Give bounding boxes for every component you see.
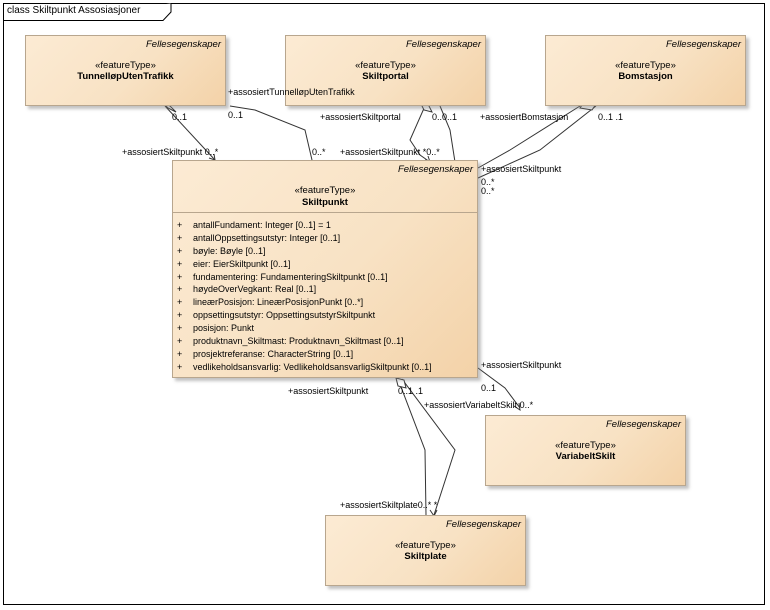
assoc-bom-line-2 [477,105,597,179]
aggregation-diamond-skiltpunkt [395,377,407,389]
attribute-text: antallFundament: Integer [0..1] = 1 [193,220,331,230]
mult-label-bom-skiltpunkt-2: 0..* [481,186,495,196]
attribute-row: + bøyle: Bøyle [0..1] [177,245,432,258]
class-tunnellop-uten-trafikk[interactable]: Fellesegenskaper «featureType» Tunnelløp… [25,35,226,106]
attribute-visibility: + [177,297,183,308]
role-label-portal-skiltpunkt: +assosiertSkiltpunkt *0..* [340,147,440,157]
attribute-text: eier: EierSkiltpunkt [0..1] [193,258,291,269]
attribute-visibility: + [177,323,183,334]
mult-label-bom-skiltpunkt: 0..* [481,177,495,187]
arrowhead-variabelt [513,402,521,412]
mult-label-tunnel-skiltpunkt: 0..* [312,147,326,157]
attribute-visibility: + [177,310,183,321]
role-label-variabelt: +assosiertVariabeltSkilt 0..* [424,400,534,410]
class-stereotype: «featureType» [355,60,416,71]
mult-label-tunnel-1: 0..1 [172,112,188,122]
attribute-visibility: + [177,258,183,269]
attribute-row: + oppsettingsutstyr: OppsettingsutstyrSki… [177,309,432,322]
mult-label-tunnel-2: 0..1 [228,110,244,120]
attribute-row: + prosjektreferanse: CharacterString [0..… [177,348,432,361]
attribute-text: lineærPosisjon: LineærPosisjonPunkt [0..… [193,297,364,308]
role-label-tunnel: +assosiertTunnelløpUtenTrafikk [228,87,355,97]
attribute-row: + fundamentering: FundamenteringSkiltpunk… [177,271,432,284]
attribute-visibility: + [177,348,183,359]
attribute-text: posisjon: Punkt [193,323,255,334]
attribute-text: fundamentering: FundamenteringSkiltpunkt… [193,271,388,282]
class-stereotype: «featureType» [95,60,156,71]
class-name: Skiltpunkt [302,197,348,208]
class-package: Fellesegenskaper [606,419,681,430]
class-variabelt-skilt[interactable]: Fellesegenskaper «featureType» Variabelt… [485,415,686,486]
class-package: Fellesegenskaper [446,519,521,530]
class-package: Fellesegenskaper [666,39,741,50]
attribute-text: antallOppsettingsutstyr: Integer [0..1] [193,232,341,243]
attribute-visibility: + [177,361,183,372]
class-skiltplate[interactable]: Fellesegenskaper «featureType» Skiltplat… [325,515,526,586]
attribute-list: + antallFundament: Integer [0..1] = 1 + ant… [177,219,432,374]
attribute-text: oppsettingsutstyr: OppsettingsutstyrSkil… [193,310,376,321]
mult-label-plate-skiltpunkt: 0..1 .1 [398,386,424,396]
attribute-text: bøyle: Bøyle [0..1] [193,245,266,256]
frame-tab-shape [3,3,172,21]
attribute-row: + posisjon: Punkt [177,322,432,335]
role-label-portal: +assosiertSkiltportal [320,112,401,122]
class-package: Fellesegenskaper [406,39,481,50]
class-name: TunnelløpUtenTrafikk [77,71,174,82]
role-label-plate-skiltpunkt: +assosiertSkiltpunkt [288,386,369,396]
role-label-plate: +assosiertSkiltplate0..* * [340,500,438,510]
attribute-text: vedlikeholdsansvarlig: Vedlikeholdsansva… [193,361,432,372]
attribute-visibility: + [177,220,183,230]
class-divider [173,212,477,213]
assoc-portal-line-1 [409,105,431,163]
class-name: Skiltplate [404,551,447,562]
class-name: Bomstasjon [618,71,673,82]
attribute-text: prosjektreferanse: CharacterString [0..1… [193,348,354,359]
class-bomstasjon[interactable]: Fellesegenskaper «featureType» Bomstasjo… [545,35,746,106]
role-label-bom: +assosiertBomstasjon [480,112,569,122]
attribute-visibility: + [177,271,183,282]
attribute-row: + eier: EierSkiltpunkt [0..1] [177,258,432,271]
role-label-tunnel-skiltpunkt: +assosiertSkiltpunkt 0..* [122,147,219,157]
mult-label-variabelt-skiltpunkt: 0..1 [481,383,497,393]
attribute-row: + vedlikeholdsansvarlig: Vedlikeholdsansv… [177,361,432,374]
class-skiltportal[interactable]: Fellesegenskaper «featureType» Skiltport… [285,35,486,106]
attribute-text: produktnavn_Skiltmast: Produktnavn_Skilt… [193,336,404,347]
attribute-row: + antallFundament: Integer [0..1] = 1 [177,219,432,232]
attribute-visibility: + [177,336,183,347]
attribute-visibility: + [177,245,183,256]
role-label-variabelt-skiltpunkt: +assosiertSkiltpunkt [481,360,562,370]
class-package: Fellesegenskaper [398,164,473,175]
mult-label-portal: 0..0..1 [432,112,458,122]
assoc-variabelt-line [477,367,521,409]
class-package: Fellesegenskaper [146,39,221,50]
attribute-text: høydeOverVegkant: Real [0..1] [193,284,317,295]
class-stereotype: «featureType» [615,60,676,71]
assoc-portal-line-2 [439,105,456,163]
attribute-row: + produktnavn_Skiltmast: Produktnavn_Skil… [177,335,432,348]
class-stereotype: «featureType» [294,185,356,196]
attribute-row: + antallOppsettingsutstyr: Integer [0..1] [177,232,432,245]
class-name: Skiltportal [362,71,409,82]
assoc-tunnel-line-2 [229,105,313,161]
diagram-title: class Skiltpunkt Assosiasjoner [7,5,141,16]
role-label-bom-skiltpunkt: +assosiertSkiltpunkt [481,164,562,174]
attribute-visibility: + [177,284,183,295]
assoc-plate-line-2 [401,378,456,516]
attribute-row: + høydeOverVegkant: Real [0..1] [177,283,432,296]
assoc-tunnel-line-1 [164,105,216,161]
class-name: VariabeltSkilt [555,451,616,462]
class-stereotype: «featureType» [395,540,456,551]
diagram-frame [3,3,765,605]
mult-label-bom: 0..1 .1 [598,112,624,122]
class-stereotype: «featureType» [555,440,616,451]
attribute-row: + lineærPosisjon: LineærPosisjonPunkt [0.… [177,296,432,309]
assoc-bom-line-1 [477,105,581,169]
attribute-visibility: + [177,232,183,243]
class-skiltpunkt[interactable]: Fellesegenskaper «featureType» Skiltpunk… [172,160,478,378]
assoc-plate-line-1 [397,378,427,516]
